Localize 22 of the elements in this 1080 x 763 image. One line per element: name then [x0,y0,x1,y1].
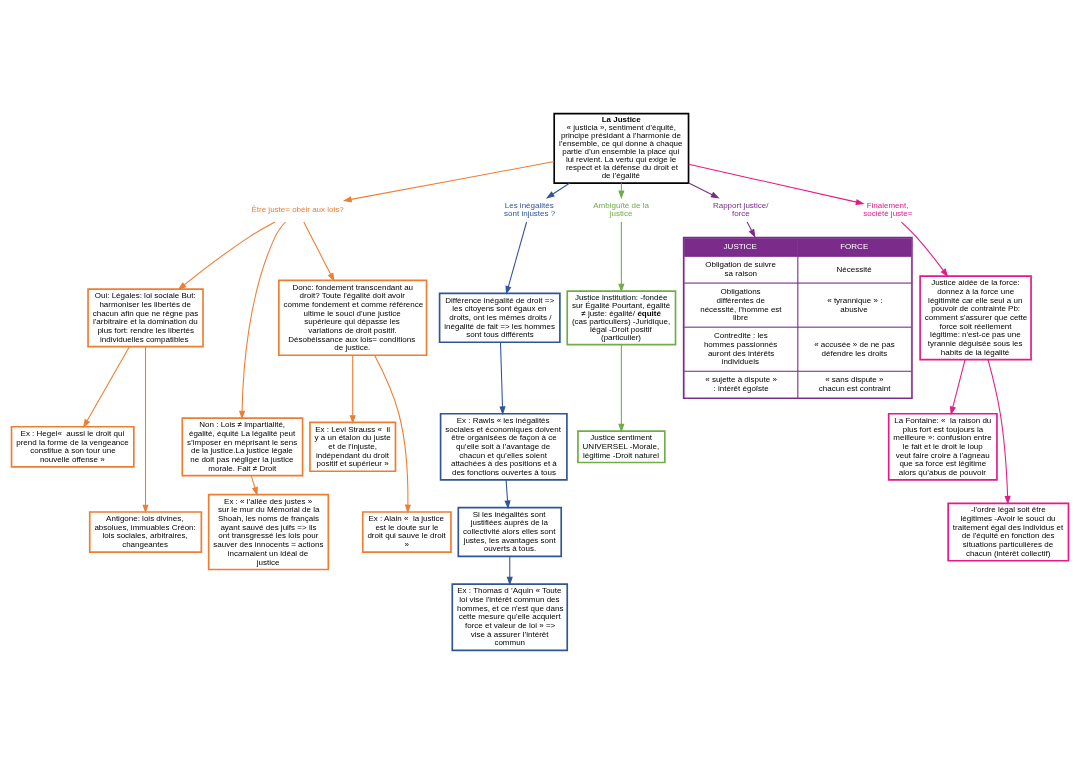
arrow [239,220,286,420]
arrow [499,341,506,415]
arrow [177,221,276,290]
arrow [349,354,356,424]
arrow [688,181,720,199]
arrow [949,358,966,415]
arrow [374,354,411,513]
arrow [746,220,756,238]
arrow [83,345,130,428]
arrow [618,343,625,433]
arrow [142,345,149,513]
arrow [504,478,511,509]
arrow [618,220,625,293]
arrow [987,358,1011,505]
arrow [250,474,258,496]
arrow [342,160,555,202]
arrow [900,221,949,277]
arrow [688,163,865,205]
arrow [506,555,513,586]
arrow [545,182,570,199]
arrow [505,220,528,295]
arrow [303,220,335,282]
